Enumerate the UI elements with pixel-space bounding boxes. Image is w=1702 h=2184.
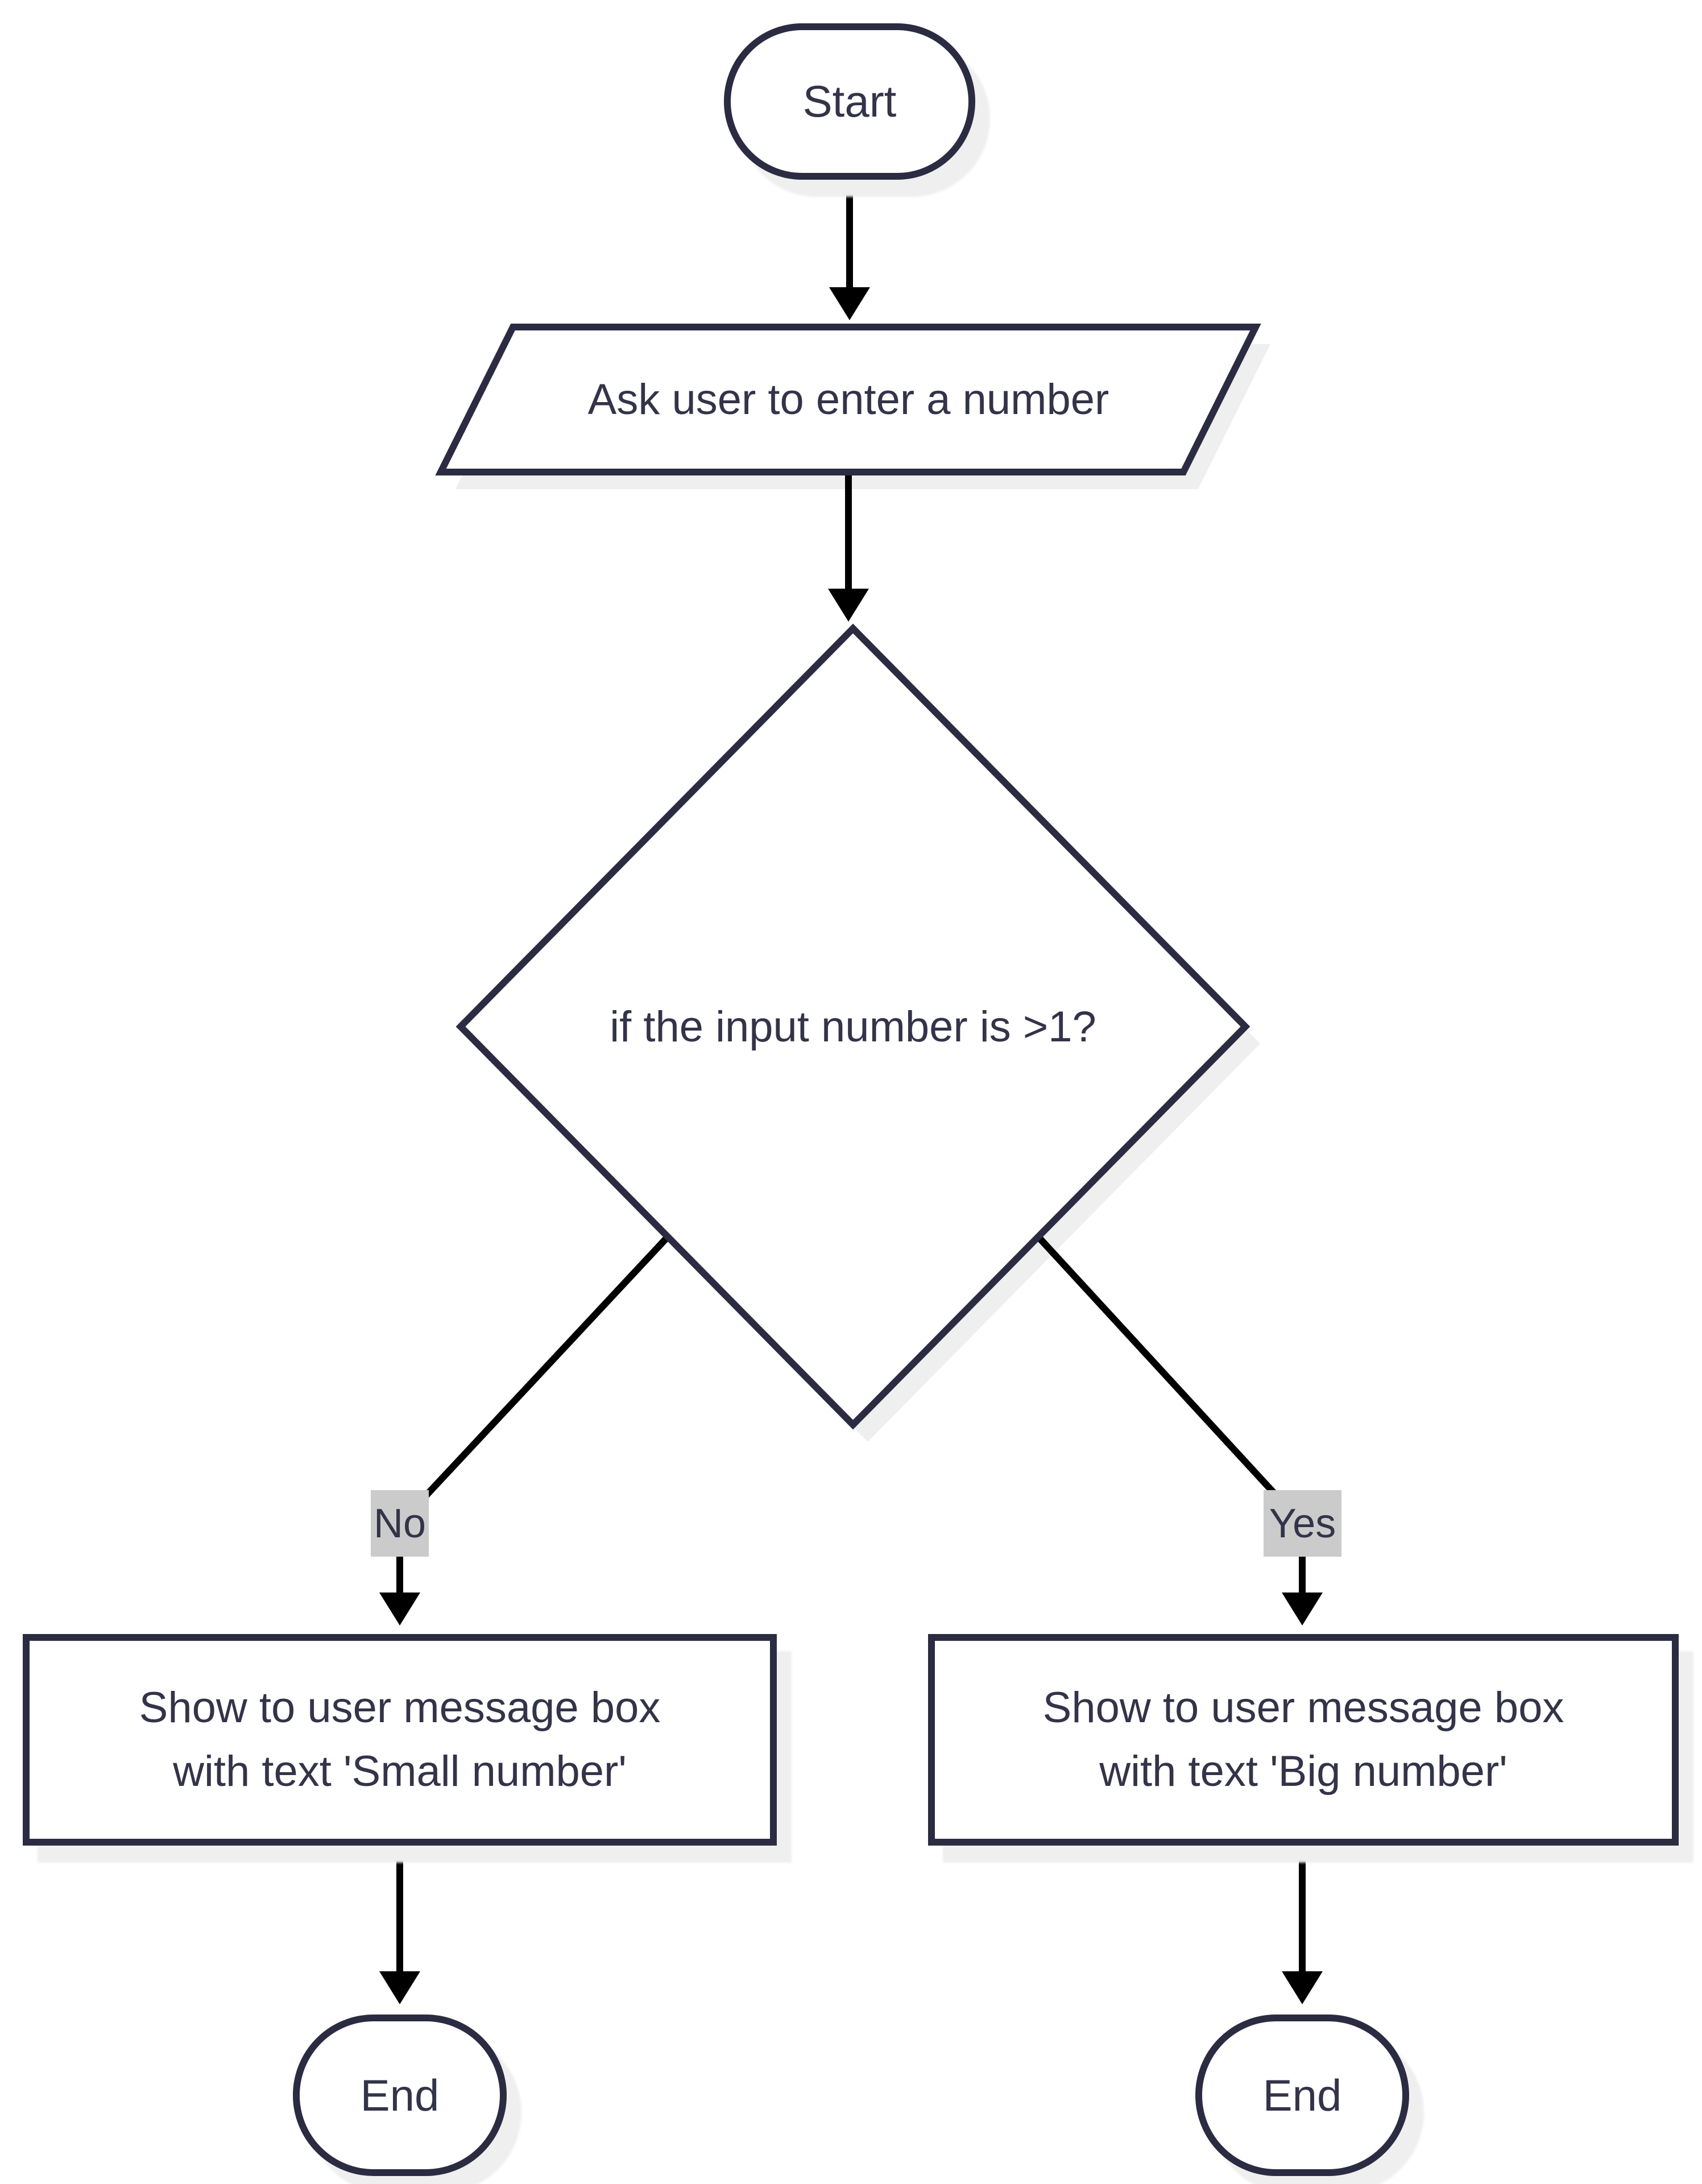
node-end-left: End	[293, 2015, 507, 2176]
arrowhead-small-to-end	[379, 1971, 420, 2004]
node-start: Start	[724, 23, 975, 180]
node-end-left-label: End	[360, 2070, 440, 2120]
node-big-number-line1: Show to user message box	[1042, 1684, 1564, 1732]
node-end-right: End	[1195, 2015, 1409, 2176]
arrowhead-decision-no	[379, 1592, 420, 1625]
arrowhead-big-to-end	[1282, 1971, 1323, 2004]
arrowhead-ask-to-decision	[828, 589, 869, 622]
node-big-number-line2: with text 'Big number'	[1099, 1747, 1508, 1796]
node-start-label: Start	[802, 76, 897, 126]
node-end-right-label: End	[1262, 2070, 1342, 2120]
edge-label-no: No	[371, 1490, 429, 1557]
node-ask-parallelogram	[435, 324, 1261, 475]
edge-label-yes: Yes	[1264, 1490, 1341, 1557]
node-decision-diamond	[455, 623, 1250, 1430]
edge-decision-yes	[1037, 1235, 1306, 1595]
edge-decision-no	[396, 1235, 669, 1595]
arrowhead-decision-yes	[1282, 1592, 1323, 1625]
node-big-number: Show to user message box with text 'Big …	[928, 1634, 1679, 1846]
node-small-number: Show to user message box with text 'Smal…	[23, 1634, 777, 1846]
arrowhead-start-to-ask	[829, 287, 870, 320]
node-small-number-line1: Show to user message box	[139, 1684, 661, 1732]
node-small-number-line2: with text 'Small number'	[173, 1747, 627, 1796]
